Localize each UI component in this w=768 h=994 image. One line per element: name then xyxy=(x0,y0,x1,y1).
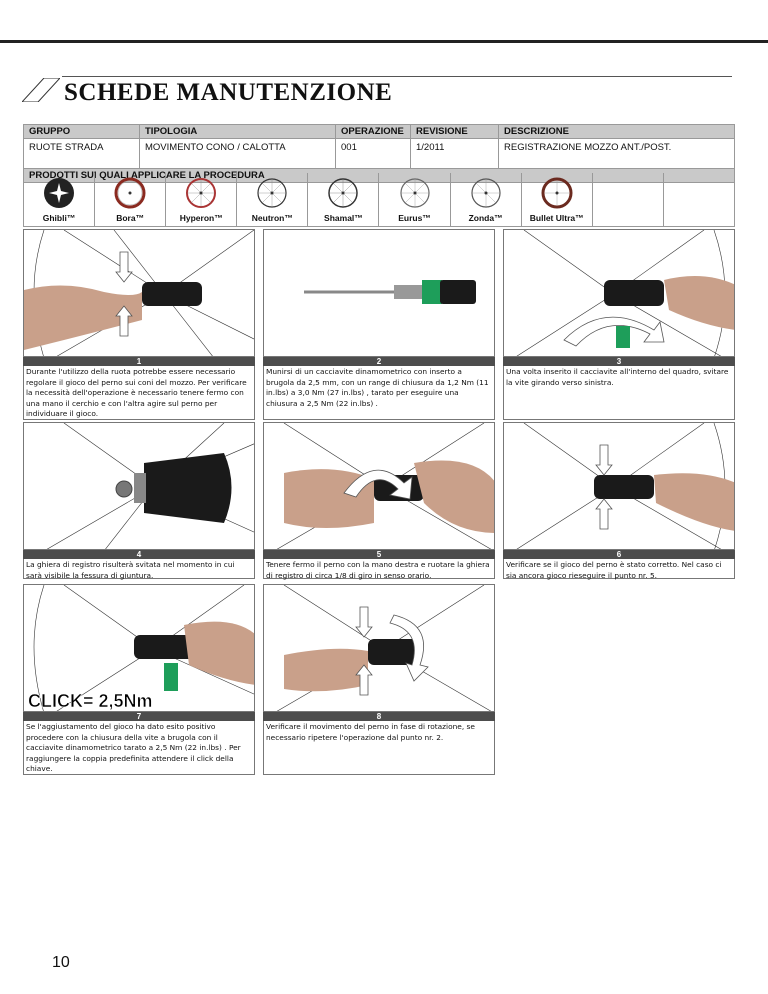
step-number: 3 xyxy=(503,357,735,366)
product-neutron: Neutron™ xyxy=(237,173,309,226)
product-label: Bullet Ultra™ xyxy=(529,213,584,223)
step-text-box: Verificare se il gioco del perno è stato… xyxy=(503,559,735,580)
hub-gap-illustration xyxy=(46,423,254,549)
product-label: Bora™ xyxy=(116,213,145,223)
wheel-icon xyxy=(186,178,217,208)
step-number: 7 xyxy=(23,712,255,721)
product-bora: Bora™ xyxy=(95,173,167,226)
rotate-ring-illustration xyxy=(276,423,494,549)
step-number: 2 xyxy=(263,357,495,366)
unscrew-illustration xyxy=(516,230,734,356)
page-number: 10 xyxy=(52,954,70,971)
tighten-screw-illustration: CLICK= 2,5Nm xyxy=(28,585,254,711)
header-operazione: OPERAZIONE xyxy=(335,124,411,139)
step-photo: CLICK= 2,5Nm xyxy=(23,584,255,712)
step-8: 8 Verificare il movimento del perno in f… xyxy=(263,584,495,775)
step-text: Una volta inserito il cacciavite all'int… xyxy=(506,367,729,387)
step-photo xyxy=(503,422,735,550)
page-header: SCHEDE MANUTENZIONE xyxy=(22,76,732,106)
step-text-box: Durante l'utilizzo della ruota potrebbe … xyxy=(23,366,255,420)
step-photo xyxy=(23,422,255,550)
step-text-box: Tenere fermo il perno con la mano destra… xyxy=(263,559,495,580)
ghibli-wheel-icon xyxy=(44,178,75,208)
step-text: Tenere fermo il perno con la mano destra… xyxy=(266,560,490,580)
step-text-box: Una volta inserito il cacciavite all'int… xyxy=(503,366,735,420)
step-5: 5 Tenere fermo il perno con la mano dest… xyxy=(263,422,495,580)
product-empty xyxy=(664,173,734,226)
product-label: Shamal™ xyxy=(324,213,363,223)
rotation-check-illustration xyxy=(276,585,492,711)
value-revisione: 1/2011 xyxy=(410,138,499,169)
step-number: 5 xyxy=(263,550,495,559)
step-text: Se l'aggiustamento del gioco ha dato esi… xyxy=(26,722,241,773)
step-text-box: Verificare il movimento del perno in fas… xyxy=(263,721,495,775)
value-tipologia: MOVIMENTO CONO / CALOTTA xyxy=(139,138,336,169)
step-text: Verificare il movimento del perno in fas… xyxy=(266,722,475,742)
page-title: SCHEDE MANUTENZIONE xyxy=(64,79,393,106)
product-empty xyxy=(593,173,664,226)
step-6: 6 Verificare se il gioco del perno è sta… xyxy=(503,422,735,580)
wheel-icon xyxy=(328,178,359,208)
header-slash-icon xyxy=(22,78,60,102)
step-text-box: La ghiera di registro risulterà svitata … xyxy=(23,559,255,580)
product-label: Hyperon™ xyxy=(179,213,223,223)
click-label: CLICK= 2,5Nm xyxy=(28,691,153,711)
header-line xyxy=(62,76,732,77)
product-label: Eurus™ xyxy=(398,213,431,223)
value-descrizione: REGISTRAZIONE MOZZO ANT./POST. xyxy=(498,138,735,169)
header-gruppo: GRUPPO xyxy=(23,124,140,139)
product-label: Ghibli™ xyxy=(42,213,76,223)
step-photo xyxy=(263,584,495,712)
value-operazione: 001 xyxy=(335,138,411,169)
wheel-icon xyxy=(257,178,287,208)
header-tipologia: TIPOLOGIA xyxy=(139,124,336,139)
step-text-box: Munirsi di un cacciavite dinamometrico c… xyxy=(263,366,495,420)
product-bullet-ultra: Bullet Ultra™ xyxy=(522,173,593,226)
step-number: 1 xyxy=(23,357,255,366)
torque-screwdriver-illustration xyxy=(304,280,476,304)
step-text-box: Se l'aggiustamento del gioco ha dato esi… xyxy=(23,721,255,775)
step-text: Munirsi di un cacciavite dinamometrico c… xyxy=(266,367,489,408)
header-revisione: REVISIONE xyxy=(410,124,499,139)
products-row: Ghibli™ Bora™ Hyperon™ Neutron™ Sham xyxy=(23,173,735,227)
wheel-icon xyxy=(471,178,501,208)
step-photo xyxy=(263,229,495,357)
step-photo xyxy=(503,229,735,357)
product-shamal: Shamal™ xyxy=(308,173,380,226)
step-7: CLICK= 2,5Nm 7 Se l'aggiustamento del gi… xyxy=(23,584,255,775)
header-descrizione: DESCRIZIONE xyxy=(498,124,735,139)
step-text: Verificare se il gioco del perno è stato… xyxy=(506,560,722,580)
step-photo xyxy=(263,422,495,550)
step-number: 6 xyxy=(503,550,735,559)
step-number: 4 xyxy=(23,550,255,559)
verify-play-illustration xyxy=(516,423,734,549)
wheel-icon xyxy=(541,177,573,209)
step-photo xyxy=(23,229,255,357)
product-ghibli: Ghibli™ xyxy=(24,173,96,226)
step-3: 3 Una volta inserito il cacciavite all'i… xyxy=(503,229,735,420)
product-label: Neutron™ xyxy=(251,213,293,223)
step-1: 1 Durante l'utilizzo della ruota potrebb… xyxy=(23,229,255,420)
step-4: 4 La ghiera di registro risulterà svitat… xyxy=(23,422,255,580)
step-text: Durante l'utilizzo della ruota potrebbe … xyxy=(26,367,247,418)
value-gruppo: RUOTE STRADA xyxy=(23,138,140,169)
wheel-icon xyxy=(114,177,146,209)
product-zonda: Zonda™ xyxy=(451,173,522,226)
wheel-icon xyxy=(399,178,430,208)
top-rule xyxy=(0,40,768,43)
wheel-hub-illustration xyxy=(24,230,254,356)
product-eurus: Eurus™ xyxy=(379,173,451,226)
product-label: Zonda™ xyxy=(468,213,503,223)
step-2: 2 Munirsi di un cacciavite dinamometrico… xyxy=(263,229,495,420)
product-hyperon: Hyperon™ xyxy=(166,173,238,226)
step-number: 8 xyxy=(263,712,495,721)
step-text: La ghiera di registro risulterà svitata … xyxy=(26,560,235,580)
